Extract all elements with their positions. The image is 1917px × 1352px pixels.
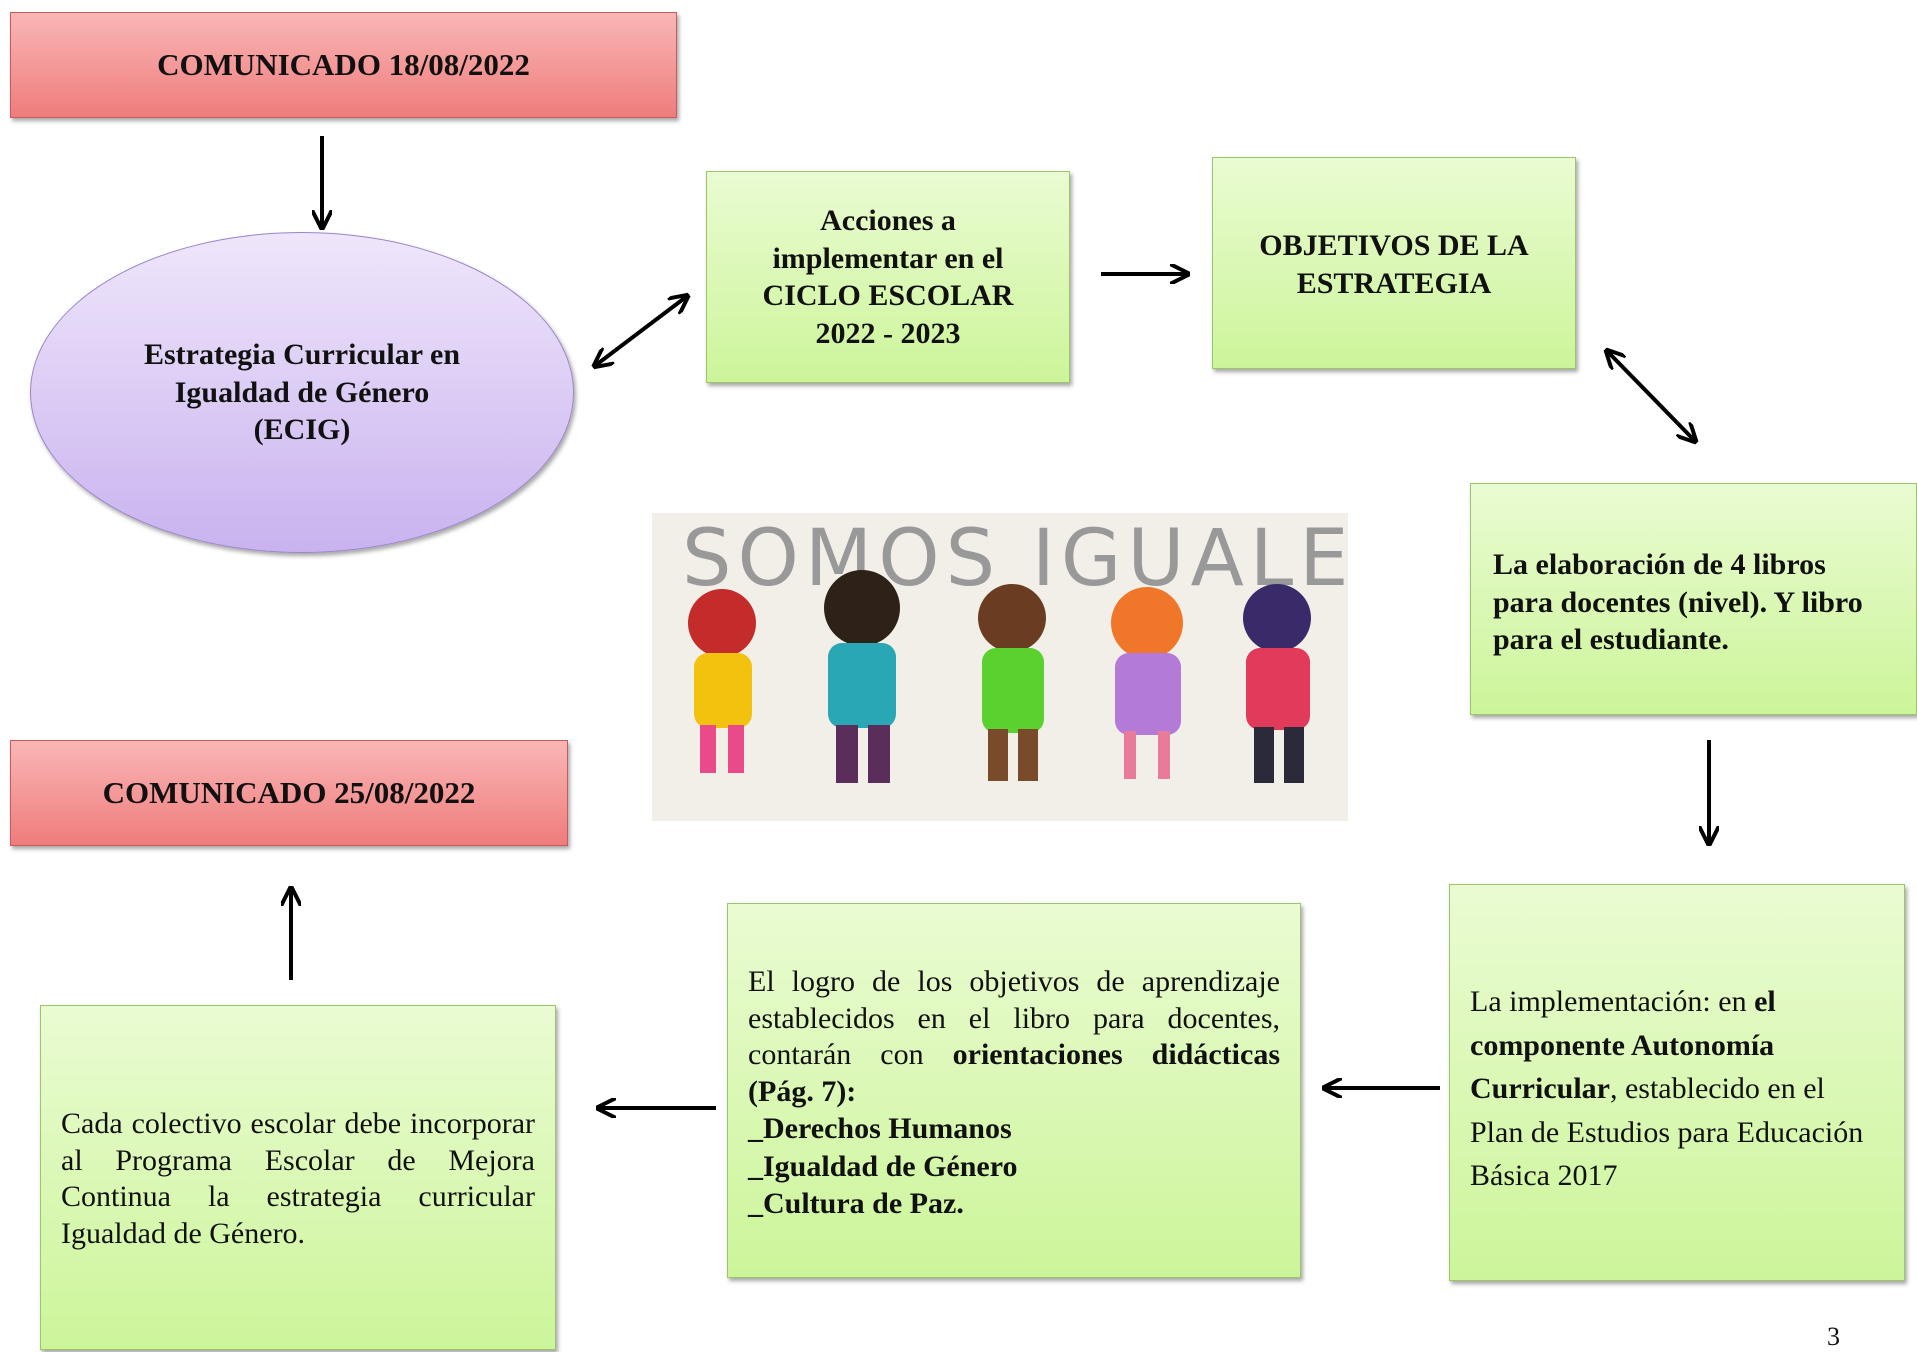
ecig-line2: Igualdad de Género [174, 375, 430, 409]
comunicado-bottom-label: COMUNICADO 25/08/2022 [102, 775, 476, 810]
logro-item-cultura: _Cultura de Paz. [748, 1186, 964, 1220]
acciones-line4: 2022 - 2023 [815, 316, 961, 350]
ecig-oval: Estrategia Curricular en Igualdad de Gén… [30, 232, 574, 553]
acciones-line2: implementar en el [772, 241, 1004, 275]
page-number: 3 [1827, 1322, 1840, 1351]
child-1 [688, 589, 756, 773]
objetivos-box: OBJETIVOS DE LA ESTRATEGIA [1212, 157, 1576, 369]
objetivos-line1: OBJETIVOS DE LA [1259, 229, 1529, 262]
children-drawing-image: SOMOS IGUALES [652, 513, 1348, 821]
libros-box: La elaboración de 4 libros para docentes… [1470, 483, 1917, 715]
colectivo-box: Cada colectivo escolar debe incorporar a… [40, 1005, 556, 1350]
acciones-box: Acciones a implementar en el CICLO ESCOL… [706, 171, 1070, 383]
child-2 [824, 570, 900, 783]
libros-line3: para el estudiante. [1493, 623, 1729, 656]
implementacion-box: La implementación: en el componente Auto… [1449, 884, 1905, 1281]
logro-item-igualdad: _Igualdad de Género [748, 1149, 1018, 1183]
comunicado-top-label: COMUNICADO 18/08/2022 [157, 47, 530, 82]
implementacion-text-bold: el componente Autonomía Curricular [1470, 985, 1776, 1105]
comunicado-top-box: COMUNICADO 18/08/2022 [10, 12, 677, 118]
colectivo-text: Cada colectivo escolar debe incorporar a… [61, 1107, 535, 1250]
ecig-line3: (ECIG) [253, 413, 351, 447]
ecig-line1: Estrategia Curricular en [143, 338, 461, 372]
child-4 [1111, 587, 1183, 779]
logro-text-1: El logro de los objetivos de aprendizaje… [748, 965, 1280, 1072]
libros-line1: La elaboración de 4 libros [1493, 548, 1826, 581]
implementacion-text-2: , establecido en el Plan de Estudios par… [1470, 1072, 1864, 1192]
acciones-line3: CICLO ESCOLAR [762, 279, 1014, 312]
objetivos-line2: ESTRATEGIA [1296, 266, 1492, 300]
logro-item-derechos: _Derechos Humanos [748, 1112, 1012, 1146]
acciones-line1: Acciones a [820, 204, 956, 237]
comunicado-bottom-box: COMUNICADO 25/08/2022 [10, 740, 568, 846]
child-3 [978, 584, 1046, 781]
implementacion-text-1: La implementación: en [1470, 985, 1755, 1018]
arrow-objetivos-libros [1608, 352, 1694, 440]
logro-box: El logro de los objetivos de aprendizaje… [727, 903, 1301, 1278]
child-5 [1243, 584, 1311, 783]
arrow-ecig-acciones [596, 297, 686, 365]
somos-iguales-illustration: SOMOS IGUALES [652, 513, 1348, 821]
libros-line2: para docentes (nivel). Y libro [1493, 585, 1863, 619]
logro-paragraph: El logro de los objetivos de aprendizaje… [748, 964, 1280, 1110]
logro-text-bold: orientaciones didácticas (Pág. 7): [748, 1038, 1280, 1108]
